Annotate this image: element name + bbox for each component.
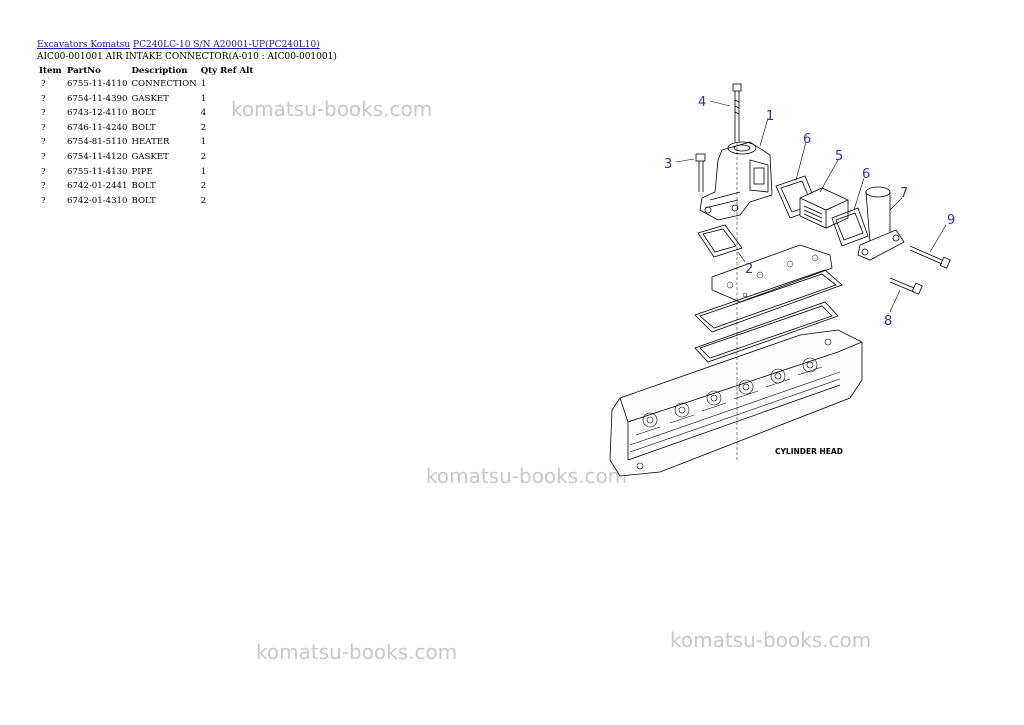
gasket-6-right-drawing [831, 207, 869, 247]
page-title: AIC00-001001 AIR INTAKE CONNECTOR(A-010 … [37, 52, 337, 62]
connection-drawing [699, 141, 773, 221]
bolt-3-drawing [695, 153, 706, 192]
watermark-text: komatsu-books.com [231, 97, 433, 121]
cylinder-head-drawing [609, 329, 863, 477]
watermark-text: komatsu-books.com [670, 628, 872, 652]
row-item: ? [41, 122, 46, 133]
callout-6: 6 [803, 132, 811, 147]
row-partno: 6746-11-4240 [67, 122, 128, 133]
parts-table-header: Item PartNo Description Qty Ref Alt [37, 66, 255, 79]
callout-1: 1 [766, 109, 774, 124]
col-alt-label: Alt [239, 66, 254, 76]
row-description: BOLT [131, 122, 156, 133]
pipe-drawing [857, 186, 905, 261]
breadcrumb-link-excavators[interactable]: Excavators Komatsu [37, 40, 131, 50]
gasket-drawing [694, 269, 843, 333]
col-ref-label: Ref [220, 66, 237, 76]
row-item: ? [41, 166, 46, 177]
row-description: GASKET [131, 151, 169, 162]
breadcrumb: Excavators Komatsu PC240LC-10 S/N A20001… [37, 40, 320, 50]
row-item: ? [41, 108, 46, 119]
row-qty: 2 [200, 122, 207, 133]
row-description: BOLT [131, 108, 156, 119]
bolt-4-drawing [732, 83, 742, 142]
row-description: CONNECTION [131, 79, 197, 89]
row-item: ? [41, 151, 46, 162]
col-qty: Qty Ref Alt [199, 66, 256, 79]
row-partno: 6755-11-4130 [67, 166, 128, 177]
row-description: HEATER [131, 137, 170, 148]
callout-6-right: 6 [862, 167, 870, 182]
row-description: GASKET [131, 93, 169, 104]
row-partno: 6754-11-4120 [67, 151, 128, 162]
row-partno: 6742-01-4310 [67, 195, 128, 206]
row-partno: 6754-11-4390 [67, 93, 128, 104]
row-qty: 1 [200, 93, 207, 104]
row-qty: 1 [200, 166, 207, 177]
row-item: ? [41, 195, 46, 206]
callout-4: 4 [698, 95, 706, 110]
callout-7: 7 [900, 186, 908, 201]
row-qty: 1 [200, 79, 207, 89]
row-item: ? [41, 181, 46, 192]
row-partno: 6743-12-4110 [67, 108, 128, 119]
col-item: Item [39, 66, 62, 76]
watermark-text: komatsu-books.com [426, 464, 628, 488]
parts-table: Item PartNo Description Qty Ref Alt ? 675… [37, 66, 255, 210]
row-item: ? [41, 137, 46, 148]
col-description: Description [131, 66, 188, 76]
row-partno: 6755-11-4110 [67, 79, 128, 89]
breadcrumb-link-model[interactable]: PC240LC-10 S/N A20001-UP(PC240L10) [133, 40, 320, 50]
callout-5: 5 [835, 149, 843, 164]
watermark-text: komatsu-books.com [256, 640, 458, 664]
row-qty: 2 [200, 181, 207, 192]
callout-3: 3 [664, 157, 672, 172]
exploded-parts-diagram: 4 1 3 6 5 6 7 9 2 8 CYLINDER HEAD [609, 83, 955, 477]
callout-2: 2 [745, 262, 753, 277]
bolt-8-drawing [889, 277, 923, 295]
callout-8: 8 [884, 314, 892, 329]
row-qty: 4 [200, 108, 207, 119]
col-qty-label: Qty [200, 66, 218, 76]
gasket-2-drawing [697, 224, 743, 258]
row-qty: 2 [200, 195, 207, 206]
heater-drawing [799, 187, 849, 229]
row-qty: 2 [200, 151, 207, 162]
row-item: ? [41, 93, 46, 104]
col-partno: PartNo [67, 66, 101, 76]
row-partno: 6754-81-5110 [67, 137, 128, 148]
row-description: BOLT [131, 181, 156, 192]
row-description: BOLT [131, 195, 156, 206]
callout-9: 9 [947, 213, 955, 228]
cylinder-head-label: CYLINDER HEAD [775, 447, 843, 456]
bolt-9-drawing [909, 245, 951, 269]
row-description: PIPE [131, 166, 153, 177]
row-item: ? [41, 79, 46, 89]
row-qty: 1 [200, 137, 207, 148]
row-partno: 6742-01-2441 [67, 181, 128, 192]
